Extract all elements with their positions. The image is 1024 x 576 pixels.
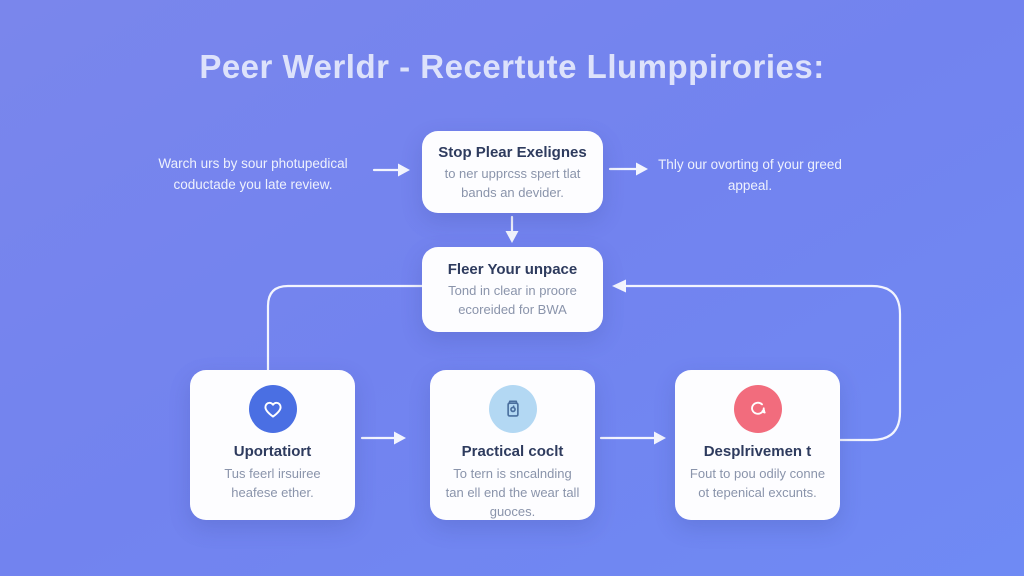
top-step-card: Stop Plear Exelignes to ner upprcss sper… [422, 131, 603, 213]
right-note: Thly our ovorting of your greed appeal. [658, 157, 842, 193]
elbow-connector-left [266, 284, 424, 372]
page-title: Peer Werldr - Recertute Llumppirories: [199, 48, 825, 85]
arrow-right-icon [394, 431, 406, 445]
card-title: Desplrivemen t [703, 443, 812, 460]
chat-bubble-icon [733, 385, 782, 433]
card-body: Tond in clear in proore ecoreided for BW… [448, 283, 577, 317]
heart-icon [248, 385, 297, 433]
card-title: Practical coclt [461, 443, 564, 460]
middle-step-card: Fleer Your unpace Tond in clear in proor… [422, 247, 603, 332]
card-body: To tern is sncalnding tan ell end the we… [445, 466, 580, 519]
bottom-step-card: Practical coclt To tern is sncalnding ta… [430, 370, 595, 520]
arrow-down-icon [505, 231, 519, 243]
card-title: Uportatiort [233, 443, 312, 460]
card-body: Tus feerl irsuiree heafese ether. [224, 466, 321, 500]
arrow-right-icon [654, 431, 666, 445]
card-title: Stop Plear Exelignes [438, 144, 587, 161]
card-body: to ner upprcss spert tlat bands an devid… [444, 166, 581, 200]
left-note: Warch urs by sour photupedical coductade… [158, 156, 348, 192]
arrow-right-icon [636, 162, 648, 176]
card-body: Fout to pou odily conne ot tepenical exc… [689, 466, 826, 500]
arrow-left-icon [612, 279, 626, 293]
bottom-step-card: Desplrivemen t Fout to pou odily conne o… [675, 370, 840, 520]
clipboard-icon [488, 385, 537, 433]
arrow-right-icon [398, 163, 410, 177]
bottom-step-card: Uportatiort Tus feerl irsuiree heafese e… [190, 370, 355, 520]
card-title: Fleer Your unpace [447, 261, 578, 278]
